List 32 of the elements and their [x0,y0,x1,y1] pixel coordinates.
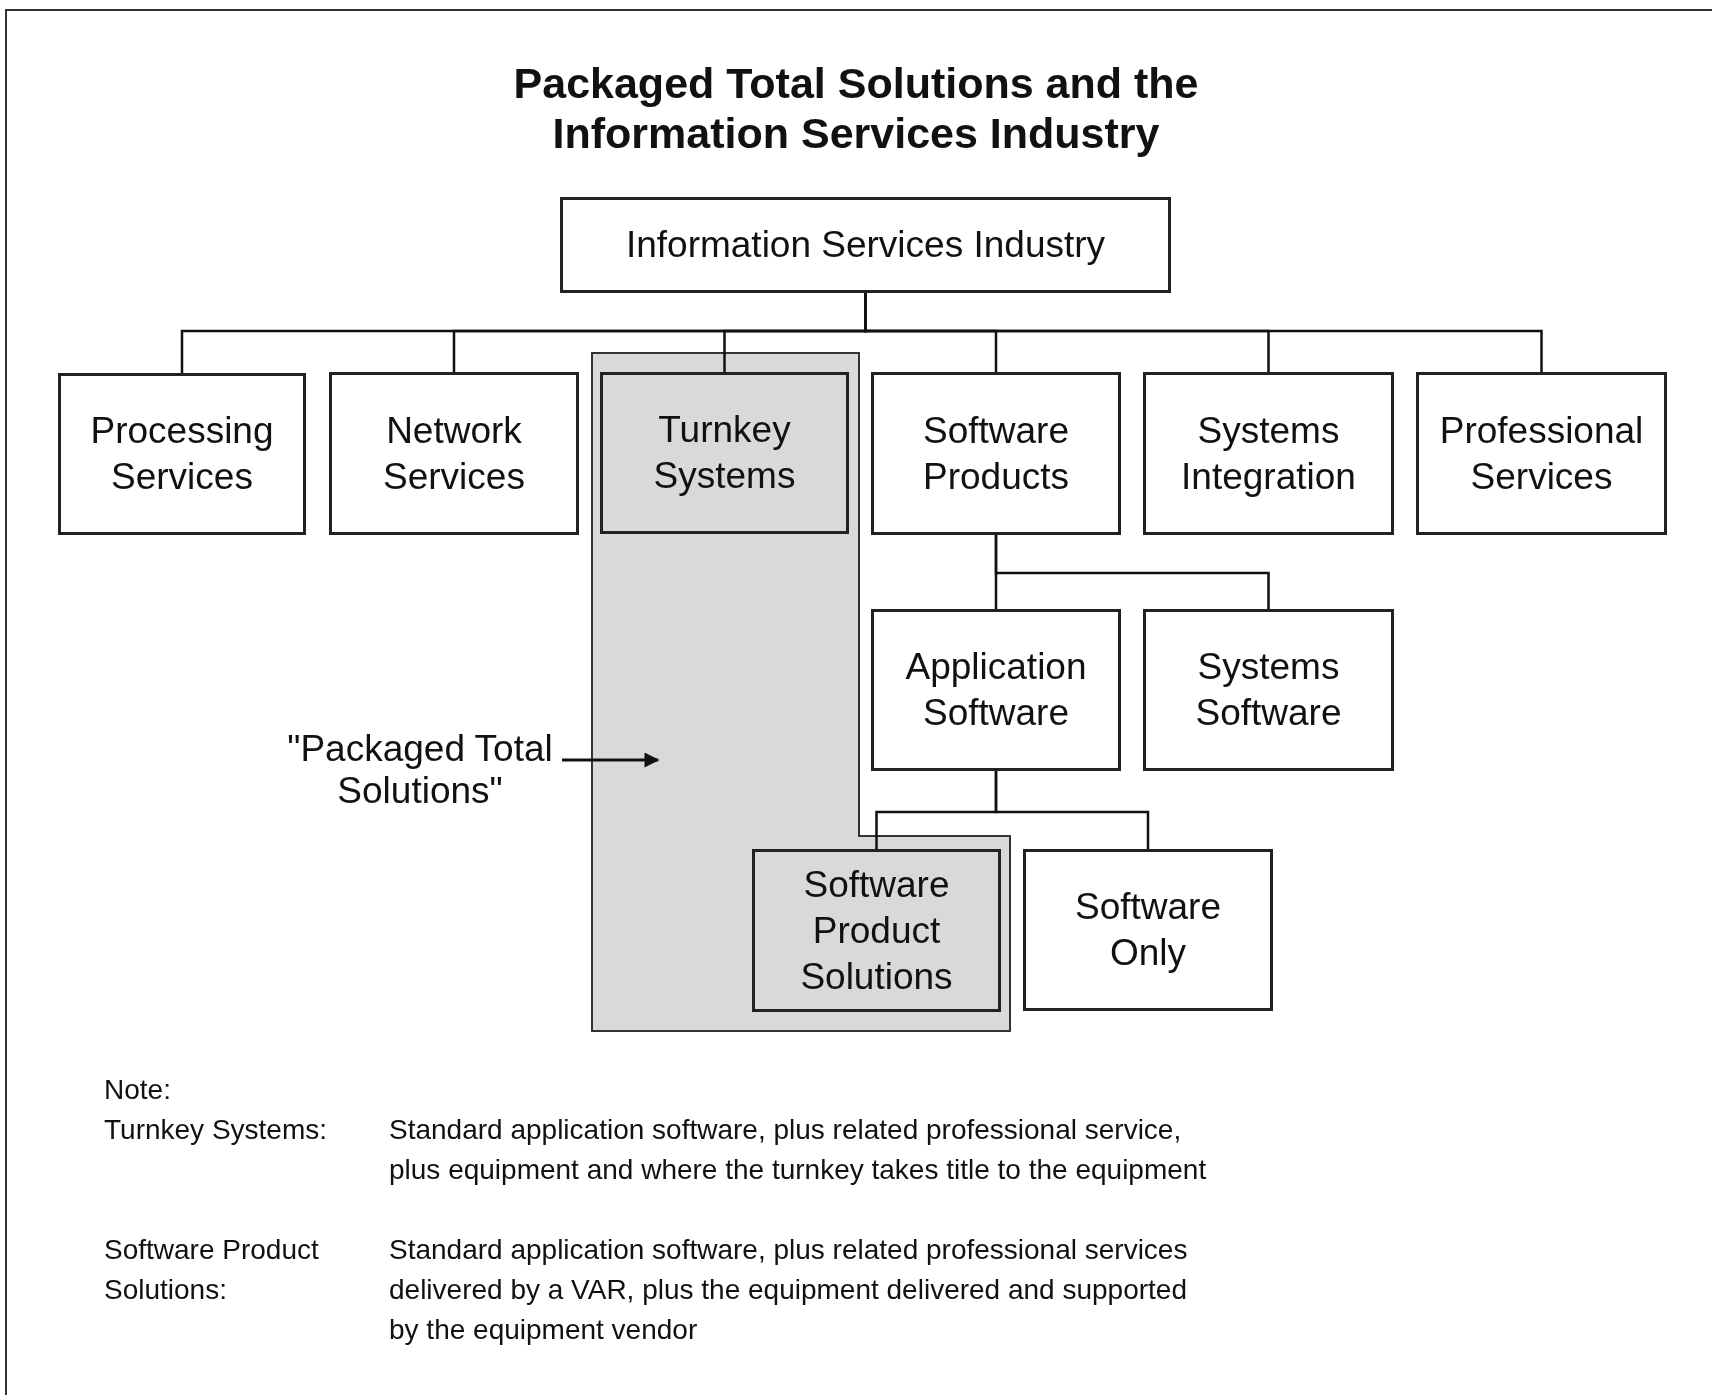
box-label: Software Product Solutions [799,862,954,999]
category-box [329,372,579,535]
category-box [871,609,1121,771]
category-box [58,373,306,535]
leader-arrow [562,752,660,768]
category-box [1023,849,1273,1011]
category-box [600,372,849,534]
category-box [1143,609,1394,771]
box-label: Network Services [382,408,526,499]
box-label: Information Services Industry [625,223,1106,267]
term-label: Software Product Solutions: [104,1233,320,1307]
box-label: Systems Software [1194,645,1343,735]
box-label: Professional Services [1439,408,1644,499]
note-heading: Note: [104,1073,172,1107]
box-label: Software Products [922,408,1070,499]
category-box [1416,372,1667,535]
category-box [560,197,1171,293]
box-label: Software Only [1074,885,1222,975]
diagram-title: Packaged Total Solutions and the Information Services Industry [512,58,1200,158]
category-box [1143,372,1394,535]
category-box [752,849,1001,1012]
category-box [871,372,1121,535]
definition-text: Standard application software, plus related professional service, plus equipment and where the turnkey takes title to the equipment [389,1113,1208,1187]
term-label: Turnkey Systems: [104,1113,328,1147]
box-label: Application Software [905,645,1087,735]
connector-line [994,535,1270,609]
callout-text: "Packaged Total Solutions" [286,728,554,812]
connector-line [994,771,1150,849]
box-label: Systems Integration [1181,408,1356,499]
box-label: Turnkey Systems [652,408,797,498]
definition-text: Standard application software, plus related professional services delivered by a VAR, plus the equipment delivered and supported by the equipment vendor [389,1233,1189,1347]
box-label: Processing Services [90,409,274,499]
